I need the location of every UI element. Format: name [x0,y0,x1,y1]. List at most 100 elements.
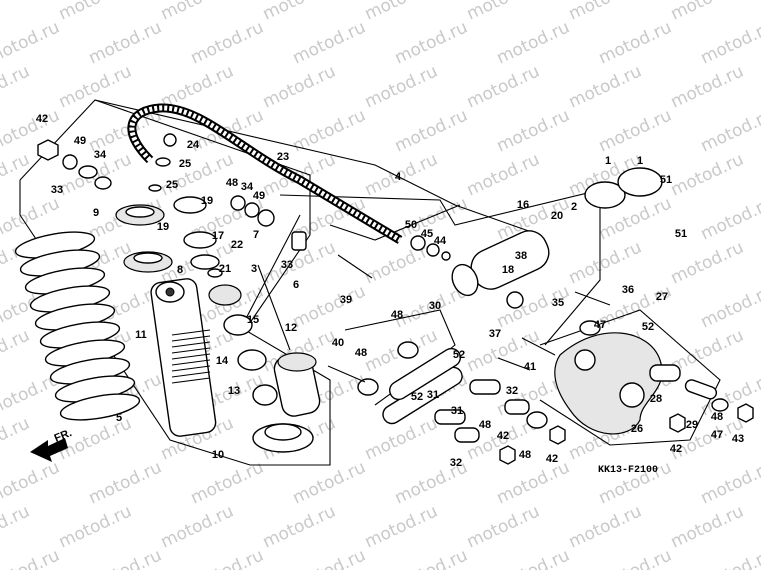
watermark-text: motod.ru [86,457,165,508]
watermark-text: motod.ru [596,17,675,68]
callout-19: 19 [157,221,169,233]
watermark-text: motod.ru [290,545,369,570]
watermark-text: motod.ru [362,501,441,552]
callout-10: 10 [212,449,224,461]
watermark-text: motod.ru [0,457,63,508]
watermark-text: motod.ru [668,61,747,112]
watermark-text: motod.ru [464,149,543,200]
watermark-text: motod.ru [464,0,543,25]
callout-30: 30 [429,300,441,312]
watermark-text: motod.ru [566,0,645,25]
callout-32: 32 [450,457,462,469]
callout-1: 1 [637,155,643,167]
callout-48: 48 [355,347,367,359]
reservoir-hose [127,103,403,244]
callout-48: 48 [226,177,238,189]
callout-25: 25 [166,179,178,191]
watermark-text: motod.ru [596,281,675,332]
boot-rib [171,335,211,342]
watermark-text: motod.ru [698,17,761,68]
watermark-text: motod.ru [0,0,33,25]
boot-rib [171,377,211,384]
watermark-text: motod.ru [0,149,33,200]
callout-31: 31 [427,389,439,401]
watermark-text: motod.ru [566,61,645,112]
boot-rib [171,353,211,360]
watermark-text: motod.ru [56,61,135,112]
watermark-text: motod.ru [86,17,165,68]
watermark-text: motod.ru [0,545,63,570]
watermark-text: motod.ru [0,413,33,464]
callout-6: 6 [293,279,299,291]
callout-48: 48 [479,419,491,431]
watermark-text: motod.ru [290,17,369,68]
watermark-text: motod.ru [494,17,573,68]
watermark-text: motod.ru [56,501,135,552]
watermark-text: motod.ru [362,0,441,25]
watermark-text: motod.ru [698,193,761,244]
watermark-text: motod.ru [0,17,63,68]
spring-adjuster-rings [115,196,223,278]
boot-rib [171,365,211,372]
callout-48: 48 [391,309,403,321]
callout-47: 47 [711,429,723,441]
watermark-text: motod.ru [392,545,471,570]
watermark-text: motod.ru [494,457,573,508]
watermark-text: motod.ru [260,501,339,552]
callout-15: 15 [247,314,259,326]
callout-49: 49 [74,135,86,147]
callout-38: 38 [515,250,527,262]
callout-11: 11 [135,329,147,341]
callout-52: 52 [453,349,465,361]
watermark-text: motod.ru [392,17,471,68]
boot-rib [171,371,211,378]
boot-rib [171,359,211,366]
watermark-text: motod.ru [698,457,761,508]
callout-52: 52 [642,321,654,333]
callout-50: 50 [405,219,417,231]
callout-13: 13 [228,385,240,397]
callout-5: 5 [116,412,122,424]
watermark-text: motod.ru [158,501,237,552]
watermark-text: motod.ru [668,149,747,200]
callout-47: 47 [594,319,606,331]
callout-17: 17 [212,230,224,242]
watermark-text: motod.ru [464,61,543,112]
watermark-text: motod.ru [392,105,471,156]
watermark-text: motod.ru [668,0,747,25]
callout-21: 21 [219,263,231,275]
callout-32: 32 [506,385,518,397]
linkage-assembly [327,337,566,465]
shock-arm [554,320,754,435]
callout-25: 25 [179,158,191,170]
callout-37: 37 [489,328,501,340]
callout-2: 2 [571,201,577,213]
watermark-text: motod.ru [668,501,747,552]
callout-23: 23 [277,151,289,163]
callout-12: 12 [285,322,297,334]
upper-mount-hardware [37,133,307,251]
watermark-text: motod.ru [260,0,339,25]
watermark-text: motod.ru [188,17,267,68]
watermark-text: motod.ru [260,61,339,112]
callout-48: 48 [519,449,531,461]
watermark-text: motod.ru [290,281,369,332]
callout-49: 49 [253,190,265,202]
watermark-text: motod.ru [188,545,267,570]
watermark-text: motod.ru [56,0,135,25]
watermark-text: motod.ru [494,545,573,570]
callout-31: 31 [451,405,463,417]
callout-7: 7 [253,229,259,241]
callout-34: 34 [241,181,254,193]
callout-1: 1 [605,155,611,167]
watermark-text: motod.ru [158,0,237,25]
callout-44: 44 [434,235,447,247]
callout-35: 35 [552,297,564,309]
callout-27: 27 [656,291,668,303]
callout-39: 39 [340,294,352,306]
callout-51: 51 [660,174,672,186]
callout-52: 52 [411,391,423,403]
shock-spring [14,231,141,421]
